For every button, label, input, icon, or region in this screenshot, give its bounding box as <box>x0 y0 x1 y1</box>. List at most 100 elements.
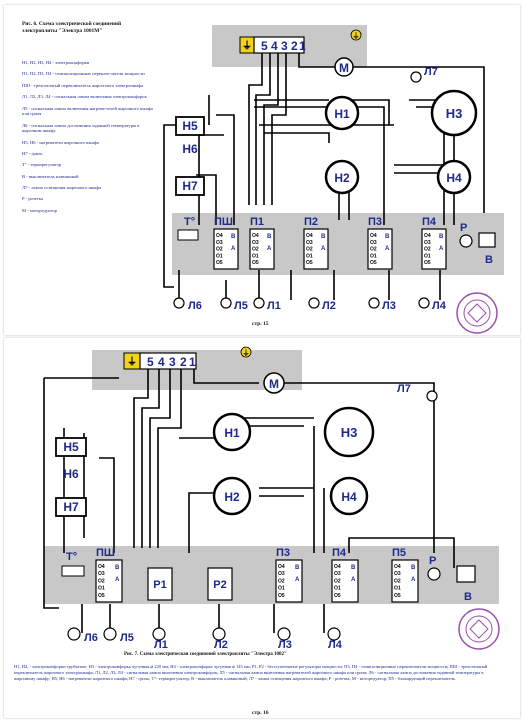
switch-pin-label: О2 <box>278 578 285 584</box>
burner-h3-label: Н3 <box>446 106 463 121</box>
rocker-switch-v: В <box>456 565 476 603</box>
burner-h2-label: Н2 <box>224 490 240 504</box>
switch-pin-label: О2 <box>424 247 431 253</box>
switch-pin-label: О3 <box>394 571 401 577</box>
burner-h2-label: Н2 <box>334 171 350 185</box>
burner-h4-label: Н4 <box>446 171 462 185</box>
switch-pin-label: О2 <box>216 247 223 253</box>
stamp-icon <box>458 608 500 650</box>
switch-side-label: В <box>411 565 416 571</box>
ground-glyph-icon: ⏚ <box>243 349 250 357</box>
switch-pin-label: О4 <box>370 233 377 239</box>
signal-lamps: Л6 Л5 Л1 Л2 Л3 Л4 <box>67 627 343 650</box>
switch-pin-label: О5 <box>252 260 259 266</box>
switch-p3-label: П3 <box>368 216 382 228</box>
terminal-digit: 1 <box>189 355 196 369</box>
lamp-l1-label: Л1 <box>267 300 281 312</box>
switch-pin-label: О3 <box>424 240 431 246</box>
legend-item: Н7 - гриль <box>22 150 43 156</box>
legend-item: Л7 - лампа освещения жарочного шкафа <box>22 185 102 191</box>
lamp-l3-label: Л3 <box>278 639 292 650</box>
lamp-l7: Л7 <box>410 66 438 83</box>
legend-item: Т° - терморегулятор <box>22 162 62 168</box>
switch-pin-label: О3 <box>216 240 223 246</box>
switch-side-label: В <box>267 234 272 240</box>
socket-label: Р <box>429 555 436 567</box>
ground-glyph-icon: ⏚ <box>353 32 360 40</box>
oven-heater-h5: Н5 <box>175 116 205 136</box>
terminal-block: ⏚ 5 4 3 2 1 ⏚ <box>123 346 252 370</box>
switch-pin-label: О2 <box>370 247 377 253</box>
socket-r: Р <box>427 555 441 581</box>
switch-pin-label: О1 <box>252 253 259 259</box>
switch-side-label: А <box>385 246 390 252</box>
switch-side-label: А <box>267 246 272 252</box>
page-15: Рис. 6. Схема электрической соединений э… <box>4 5 520 335</box>
switch-pin-label: О5 <box>394 593 401 599</box>
lamp-l3-label: Л3 <box>382 300 396 312</box>
terminal-digit: 2 <box>291 39 298 53</box>
switch-pin-label: О5 <box>306 260 313 266</box>
signal-lamps: Л6 Л5 Л1 Л2 Л3 Л4 <box>173 297 447 312</box>
figure-title-line1: Рис. 6. Схема электрической соединений <box>22 21 122 27</box>
lamp-l4-label: Л4 <box>328 639 343 650</box>
switch-pin-label: О2 <box>252 247 259 253</box>
socket-r: Р <box>459 222 473 248</box>
switch-pin-label: О1 <box>370 253 377 259</box>
figure-6-title: Рис. 6. Схема электрической соединений э… <box>22 21 121 34</box>
switch-side-label: В <box>115 565 120 571</box>
page-number: стр. 15 <box>252 321 269 327</box>
switch-pin-label: О4 <box>216 233 223 239</box>
switch-pin-label: О4 <box>252 233 259 239</box>
switch-side-label: А <box>439 246 444 252</box>
terminal-digit: 5 <box>147 355 154 369</box>
regulator-r1-label: Р1 <box>153 579 166 591</box>
heater-h6-label: Н6 <box>182 142 198 156</box>
legend-list: Н1, Н2, Н3, Н4 - электроконфорки П1, П2,… <box>22 60 154 219</box>
legend-item: Н5, Н6 - нагреватели жарочного шкафа <box>22 139 99 145</box>
rocker-switch-label: В <box>485 254 493 266</box>
switch-pin-label: О1 <box>216 253 223 259</box>
regulator-r1: Р1 <box>147 567 173 601</box>
rocker-switch-label: В <box>464 591 472 603</box>
switch-psh-label: ПШ <box>96 547 115 559</box>
burner-h3: Н3 <box>323 406 375 458</box>
terminal-digit: 3 <box>281 39 288 53</box>
terminal-digit: 3 <box>169 355 176 369</box>
burner-h4: Н4 <box>329 476 369 516</box>
motor-label: М <box>269 377 279 391</box>
switch-side-label: А <box>231 246 236 252</box>
switch-pin-label: О2 <box>394 578 401 584</box>
legend-item: Л5 - сигнальная лампа включения нагрева-… <box>22 105 153 117</box>
switch-pin-label: О1 <box>98 586 105 592</box>
switch-side-label: А <box>115 577 120 583</box>
regulator-r2: Р2 <box>207 567 233 601</box>
switch-pin-label: О2 <box>98 578 105 584</box>
thermostat-label: Т° <box>184 216 195 228</box>
wiring-diagram-1002: ⏚ 5 4 3 2 1 ⏚ М Л <box>43 346 499 650</box>
legend-item: Л6 - сигнальная лампа достижения заданно… <box>22 122 140 134</box>
switch-pin-label: О4 <box>278 564 285 570</box>
lamp-l4-label: Л4 <box>432 300 447 312</box>
switch-pin-label: О5 <box>278 593 285 599</box>
burner-h3: Н3 <box>430 89 478 137</box>
switch-pin-label: О4 <box>394 564 401 570</box>
switch-side-label: В <box>439 234 444 240</box>
switch-side-label: А <box>351 577 356 583</box>
wiring-diagram-1001m: ⏚ 5 4 3 2 1 ⏚ <box>163 25 504 312</box>
ground-symbol-icon <box>240 346 252 358</box>
stamp-icon <box>456 292 498 334</box>
burner-h2: Н2 <box>324 159 360 195</box>
page-number: стр. 16 <box>252 710 269 716</box>
figure-7-caption: Рис. 7. Схема электрическая соединений э… <box>124 652 287 657</box>
grill-h7-label: Н7 <box>182 179 198 193</box>
lamp-l2-label: Л2 <box>322 300 336 312</box>
switch-p4-label: П4 <box>332 547 347 559</box>
switch-pin-label: О1 <box>334 586 341 592</box>
burner-h1-label: Н1 <box>224 426 240 440</box>
lamp-l5-label: Л5 <box>120 632 134 644</box>
